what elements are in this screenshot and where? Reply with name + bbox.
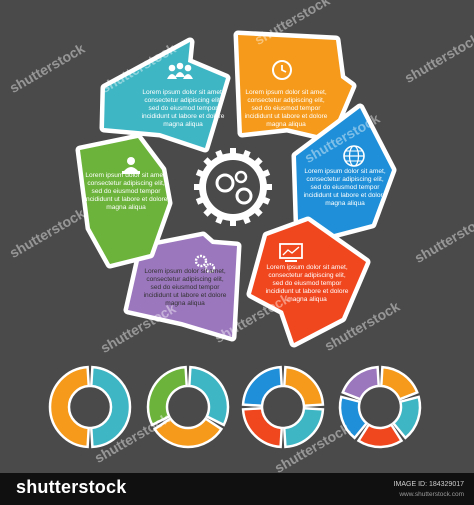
users-icon xyxy=(167,62,193,79)
gears-icon xyxy=(194,254,216,274)
segment-orange xyxy=(233,30,357,143)
segment-teal xyxy=(99,37,231,153)
cycle-two-part-part-2 xyxy=(48,365,91,449)
gears-icon xyxy=(215,170,253,205)
cycle-five-part-part-5 xyxy=(341,365,381,401)
person-laptop-icon xyxy=(122,157,140,174)
cycle-two-part-part-1 xyxy=(89,365,132,449)
segment-green-text: Lorem ipsum dolor sit amet, consectetur … xyxy=(84,172,168,212)
globe-icon xyxy=(343,145,365,167)
segment-red xyxy=(246,216,371,348)
cycle-four-part xyxy=(241,365,325,449)
footer-brand: shutterstock xyxy=(16,477,127,497)
hub-teeth xyxy=(194,148,272,226)
cycle-three-part xyxy=(146,365,230,449)
footer-bar: shutterstock IMAGE ID: 184329017 www.shu… xyxy=(0,473,474,505)
segment-teal-text: Lorem ipsum dolor sit amet, consectetur … xyxy=(141,89,225,129)
cycle-four-part-part-4 xyxy=(241,365,284,408)
cycle-five-part-part-2 xyxy=(391,395,422,440)
monitor-chart-icon xyxy=(279,243,303,262)
footer-image-id: IMAGE ID: 184329017 xyxy=(393,481,464,488)
cycle-three-part-part-2 xyxy=(152,416,224,449)
cycle-four-part-part-3 xyxy=(241,406,284,449)
segment-purple xyxy=(123,231,242,342)
cycle-four-part-part-2 xyxy=(282,406,325,449)
cycle-three-part-part-3 xyxy=(146,365,189,427)
cycle-two-part xyxy=(48,365,132,449)
segment-blue-text: Lorem ipsum dolor sit amet, consectetur … xyxy=(303,168,387,208)
cycle-five-part xyxy=(338,365,422,449)
cycle-five-part-part-3 xyxy=(356,422,404,449)
segment-green xyxy=(75,133,173,269)
cycle-four-part-part-1 xyxy=(282,365,325,408)
segment-red-text: Lorem ipsum dolor sit amet, consectetur … xyxy=(265,264,349,304)
cycle-five-part-part-4 xyxy=(338,395,369,440)
center-hub xyxy=(194,148,272,226)
segments-layer xyxy=(75,30,397,348)
segment-orange-text: Lorem ipsum dolor sit amet, consectetur … xyxy=(244,89,328,129)
clock-icon xyxy=(272,60,292,80)
cycle-five-part-part-1 xyxy=(379,365,419,401)
segment-purple-text: Lorem ipsum dolor sit amet, consectetur … xyxy=(143,268,227,308)
cycle-three-part-part-1 xyxy=(187,365,230,427)
footer-site: www.shutterstock.com xyxy=(399,491,464,498)
small-cycles-layer xyxy=(48,365,422,449)
